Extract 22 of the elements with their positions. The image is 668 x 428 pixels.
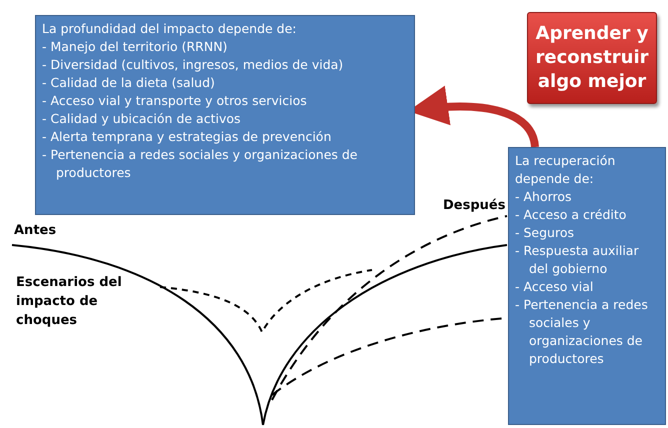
- list-item: - Alerta temprana y estrategias de prevención: [42, 128, 332, 146]
- list-item: - Pertenencia a redes sociales y organizaciones de productores: [515, 296, 649, 368]
- title-text: Aprender y reconstruir algo mejor: [534, 22, 650, 94]
- axis-label: Después: [443, 197, 506, 215]
- list-item: - Acceso vial y transporte y otros servicios: [42, 92, 308, 110]
- axis-label: Escenarios del impacto de choques: [16, 274, 123, 330]
- list-item: - Diversidad (cultivos, ingresos, medios de vida): [42, 56, 344, 74]
- heading-text: La recuperación depende de:: [515, 152, 616, 188]
- axis-label: Antes: [14, 222, 58, 240]
- title-box: [527, 12, 657, 104]
- list-item: - Pertenencia a redes sociales y organizaciones de productores: [42, 146, 358, 182]
- list-item: - Calidad y ubicación de activos: [42, 110, 242, 128]
- list-item: - Seguros: [515, 224, 575, 242]
- list-item: - Respuesta auxiliar del gobierno: [515, 242, 640, 278]
- text-box: [35, 15, 415, 215]
- list-item: - Acceso a crédito: [515, 206, 628, 224]
- list-item: - Ahorros: [515, 188, 573, 206]
- text-box: [508, 147, 666, 425]
- list-item: - Calidad de la dieta (salud): [42, 74, 216, 92]
- heading-text: La profundidad del impacto depende de:: [42, 20, 298, 38]
- list-item: - Acceso vial: [515, 278, 594, 296]
- list-item: - Manejo del territorio (RRNN): [42, 38, 228, 56]
